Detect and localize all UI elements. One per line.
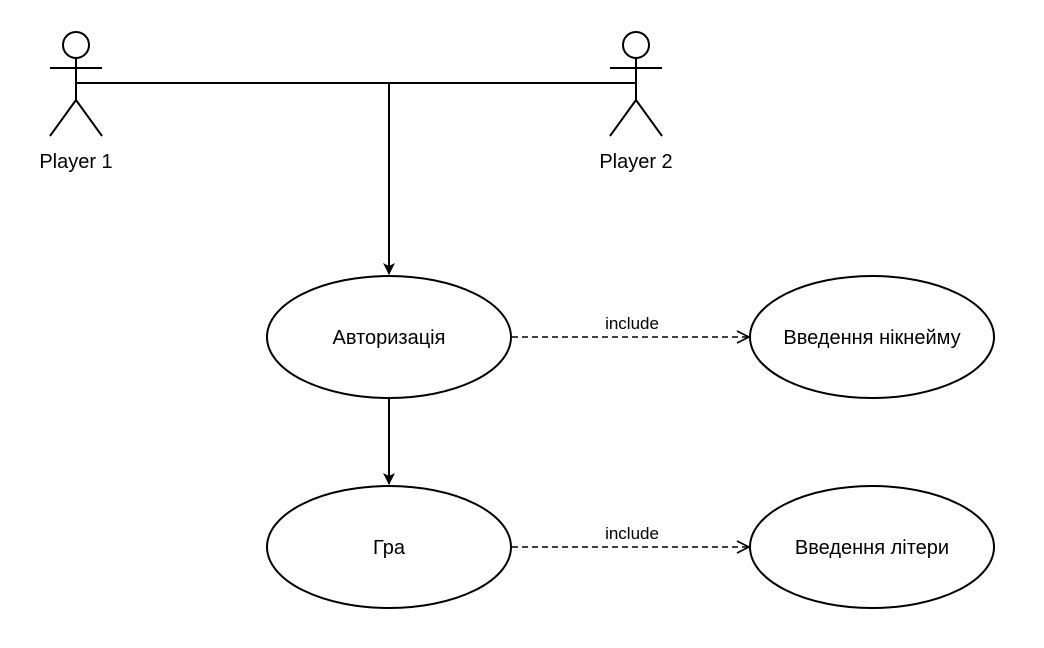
stick-figure-icon [49, 31, 103, 137]
use-case-authorization: Авторизація [266, 275, 512, 399]
actor-label-player-1: Player 1 [39, 151, 112, 173]
use-case-label-game: Гра [373, 537, 406, 559]
use-case-enter-nickname: Введення нікнейму [749, 275, 995, 399]
include-label-letter: include [605, 524, 659, 543]
actor-player-2: Player 2 [599, 31, 673, 173]
include-relation-letter: include [512, 524, 749, 547]
use-case-game: Гра [266, 485, 512, 609]
include-label-nickname: include [605, 314, 659, 333]
use-case-enter-letter: Введення літери [749, 485, 995, 609]
stick-figure-icon [609, 31, 663, 137]
use-case-label-enter-nickname: Введення нікнейму [783, 327, 960, 349]
actor-player-1: Player 1 [39, 31, 113, 173]
use-case-label-authorization: Авторизація [333, 327, 446, 349]
use-case-label-enter-letter: Введення літери [795, 537, 949, 559]
actor-label-player-2: Player 2 [599, 151, 672, 173]
include-relation-nickname: include [512, 314, 749, 337]
